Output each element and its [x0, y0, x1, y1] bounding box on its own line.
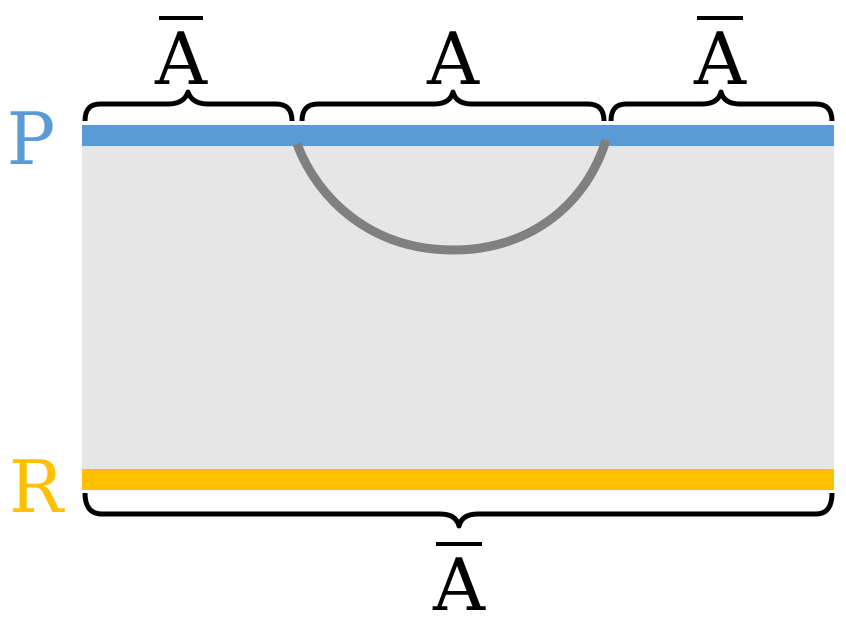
label-boundary-bottom: R	[9, 445, 65, 529]
brace-top-left	[82, 89, 295, 122]
brace-bottom	[82, 492, 835, 529]
label-boundary-top: P	[7, 97, 55, 181]
label-top-middle: A	[426, 17, 480, 101]
boundary-top-strip	[82, 125, 834, 146]
bulk-region	[82, 144, 834, 470]
label-top-right: A	[693, 17, 747, 101]
label-top-left: A	[154, 17, 208, 101]
label-bottom: A	[432, 543, 486, 621]
boundary-bottom-strip	[82, 469, 834, 490]
brace-top-middle	[299, 89, 607, 122]
brace-top-right	[608, 89, 835, 122]
entanglement-arc	[292, 138, 611, 255]
